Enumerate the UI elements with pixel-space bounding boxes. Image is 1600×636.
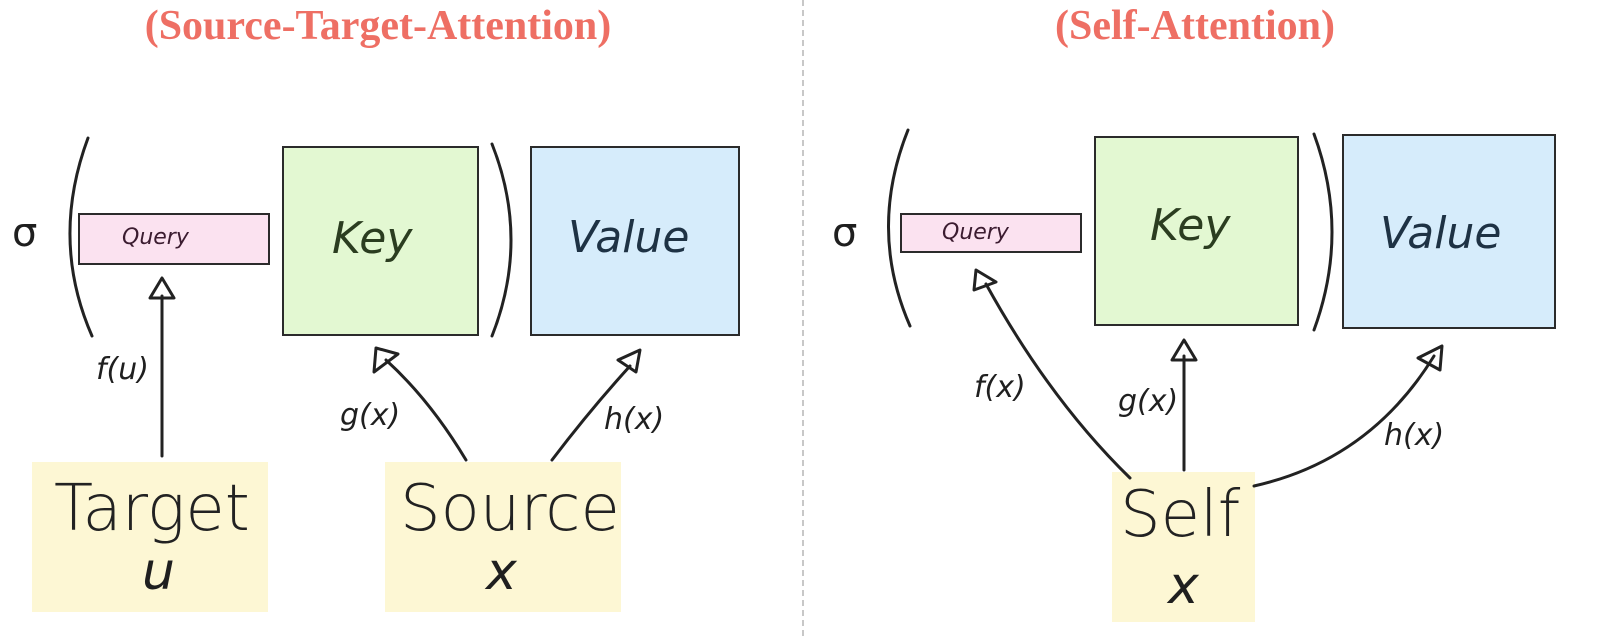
right-value-box [1342, 134, 1556, 329]
left-query-label: Query [122, 225, 189, 250]
right-query-label: Query [942, 220, 1009, 245]
right-open-paren [887, 128, 912, 328]
left-h-arrow-line [550, 364, 632, 462]
left-close-paren [490, 142, 513, 338]
right-panel-title: (Self-Attention) [1055, 3, 1335, 49]
left-panel-title: (Source-Target-Attention) [144, 3, 612, 49]
panel-divider [802, 0, 804, 636]
left-g-arrow-head [372, 346, 400, 374]
right-key-label: Key [1150, 200, 1231, 251]
left-key-box [282, 146, 479, 336]
right-key-box [1094, 136, 1299, 326]
right-h-label: h(x) [1384, 418, 1445, 453]
right-value-label: Value [1380, 208, 1502, 259]
right-self-var: x [1168, 556, 1199, 616]
right-h-arrow-head [1416, 344, 1444, 372]
left-target-var: u [142, 542, 175, 602]
left-g-label: g(x) [340, 398, 401, 433]
left-value-box [530, 146, 740, 336]
right-g-arrow-head [1170, 338, 1198, 362]
left-sigma: σ [12, 210, 38, 256]
right-sigma: σ [832, 210, 858, 256]
left-open-paren [68, 136, 94, 338]
left-f-label: f(u) [96, 352, 149, 387]
right-f-arrow-line [984, 282, 1132, 480]
right-self-label: Self [1120, 478, 1241, 552]
left-value-label: Value [568, 212, 690, 263]
left-source-label: Source [400, 472, 620, 546]
left-h-arrow-head [616, 348, 642, 374]
left-target-box [32, 462, 268, 612]
left-g-arrow-line [384, 358, 468, 462]
left-key-label: Key [332, 213, 413, 264]
left-h-label: h(x) [604, 402, 665, 437]
right-f-arrow-head [972, 268, 998, 292]
right-h-arrow-line [1252, 354, 1436, 488]
left-source-box [385, 462, 621, 612]
right-query-box [900, 213, 1082, 253]
left-query-box [78, 213, 270, 265]
left-source-var: x [486, 542, 517, 602]
right-g-label: g(x) [1118, 384, 1179, 419]
left-f-arrow-head [148, 276, 176, 300]
left-target-label: Target [54, 472, 250, 546]
right-self-box [1112, 472, 1255, 622]
right-f-label: f(x) [974, 370, 1026, 405]
right-close-paren [1312, 132, 1334, 332]
